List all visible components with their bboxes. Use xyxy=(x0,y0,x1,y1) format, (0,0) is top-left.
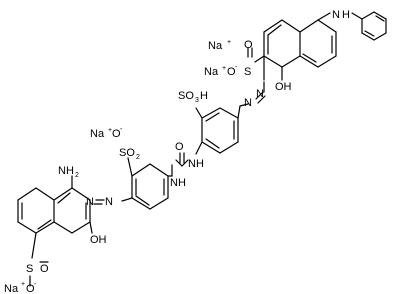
na-plus-label-bottom: Na xyxy=(4,283,19,294)
azo-top-n1: N xyxy=(256,88,264,100)
o-minus-label-top: O xyxy=(227,66,236,78)
nh2-label: NH xyxy=(58,165,74,177)
nh-urea-right-label: NH xyxy=(188,158,204,170)
azo-top-n2: N xyxy=(244,97,252,109)
na-plus-charge-2: + xyxy=(222,65,226,72)
sulfur-bottom-label: S xyxy=(26,263,33,275)
na-plus-label-mid: Na xyxy=(90,128,105,140)
na-plus-label-1: Na xyxy=(208,40,223,52)
na-plus-label-2: Na xyxy=(204,66,219,78)
so2-mid-sub: 2 xyxy=(136,154,140,161)
sulfur-top-label: S xyxy=(244,66,251,78)
so3h-upper-sub: 3 xyxy=(195,97,199,104)
o-minus-charge-bottom: - xyxy=(34,281,37,288)
nh-urea-left-label: NH xyxy=(170,177,186,189)
so3h-upper-h: H xyxy=(200,90,208,102)
o-minus-label-bottom: O xyxy=(26,283,35,294)
aniline-n-label: N xyxy=(332,9,340,21)
o-minus-label-mid: O xyxy=(112,128,121,140)
oh-top-label: OH xyxy=(275,81,292,93)
o-bottom-label: O xyxy=(40,263,49,275)
benzene-lower-bonds xyxy=(121,157,173,210)
so2-mid-label: SO xyxy=(119,147,135,159)
oh-bottom-label: OH xyxy=(90,234,107,246)
benzene-upper-bonds xyxy=(195,105,241,155)
atom-labels: Na + Na + O - S O N H OH N N SO 3 H O NH… xyxy=(4,9,350,294)
na-plus-charge-1: + xyxy=(227,39,231,46)
azo-bottom-n2: N xyxy=(86,196,94,208)
o-minus-charge-top: - xyxy=(235,64,238,71)
o-top-label: O xyxy=(244,39,253,51)
o-minus-charge-mid: - xyxy=(120,126,123,133)
na-plus-charge-mid: + xyxy=(108,127,112,134)
carbonyl-o-label: O xyxy=(175,141,184,153)
so3h-upper-label: SO xyxy=(178,90,194,102)
aniline-h-label: H xyxy=(342,9,350,21)
azo-bottom-bonds xyxy=(93,199,105,205)
azo-bottom-n1: N xyxy=(105,196,113,208)
azo-top-bonds xyxy=(239,81,266,107)
naphthalene-bottom-bonds xyxy=(17,175,93,287)
naphthalene-top-bonds xyxy=(247,11,387,81)
nh2-sub: 2 xyxy=(75,172,79,179)
urea-bonds xyxy=(171,152,189,177)
na-plus-charge-bottom: + xyxy=(21,281,25,288)
